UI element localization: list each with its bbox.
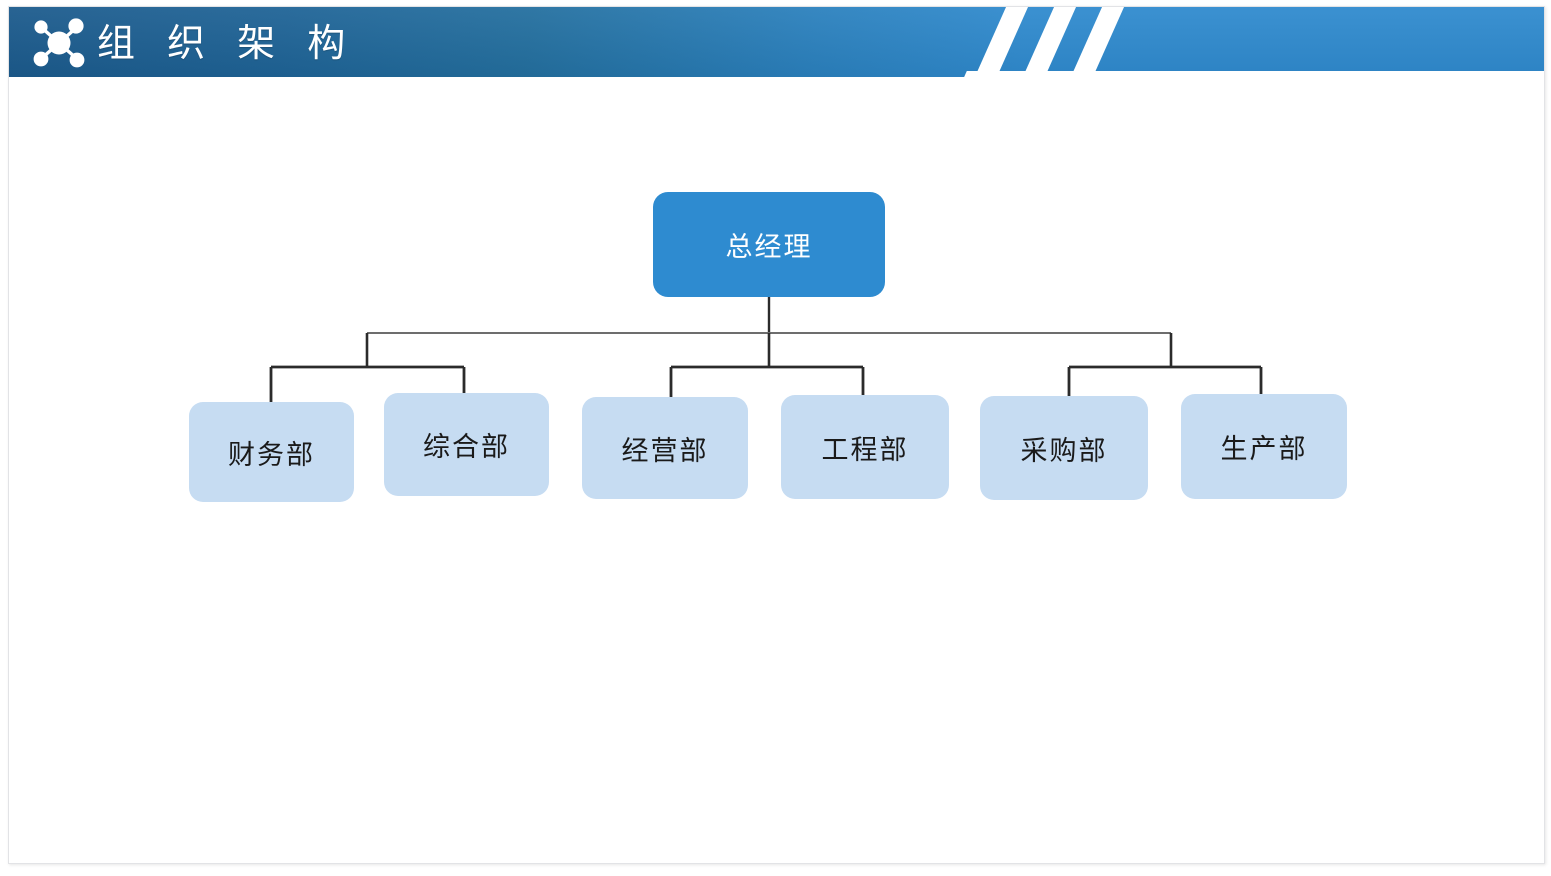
org-node-general-affairs[interactable]: 综合部 xyxy=(384,393,549,496)
banner-stripe-1 xyxy=(967,7,1035,77)
org-node-production[interactable]: 生产部 xyxy=(1181,394,1347,499)
network-hub-icon xyxy=(33,18,85,68)
org-node-procurement[interactable]: 采购部 xyxy=(980,396,1148,500)
banner-stripe-2 xyxy=(1015,7,1083,77)
header-banner: 组 织 架 构 xyxy=(9,7,1544,77)
org-node-engineering[interactable]: 工程部 xyxy=(781,395,949,499)
org-chart: 总经理 财务部 综合部 经营部 工程部 采购部 生产部 xyxy=(9,77,1544,863)
slide-canvas: 组 织 架 构 总经理 xyxy=(8,6,1545,864)
org-node-root[interactable]: 总经理 xyxy=(653,192,885,297)
org-node-operations[interactable]: 经营部 xyxy=(582,397,748,499)
page-title: 组 织 架 构 xyxy=(97,21,356,65)
org-node-finance[interactable]: 财务部 xyxy=(189,402,354,502)
banner-stripe-3 xyxy=(1063,7,1131,77)
org-chart-connectors xyxy=(269,297,1263,403)
